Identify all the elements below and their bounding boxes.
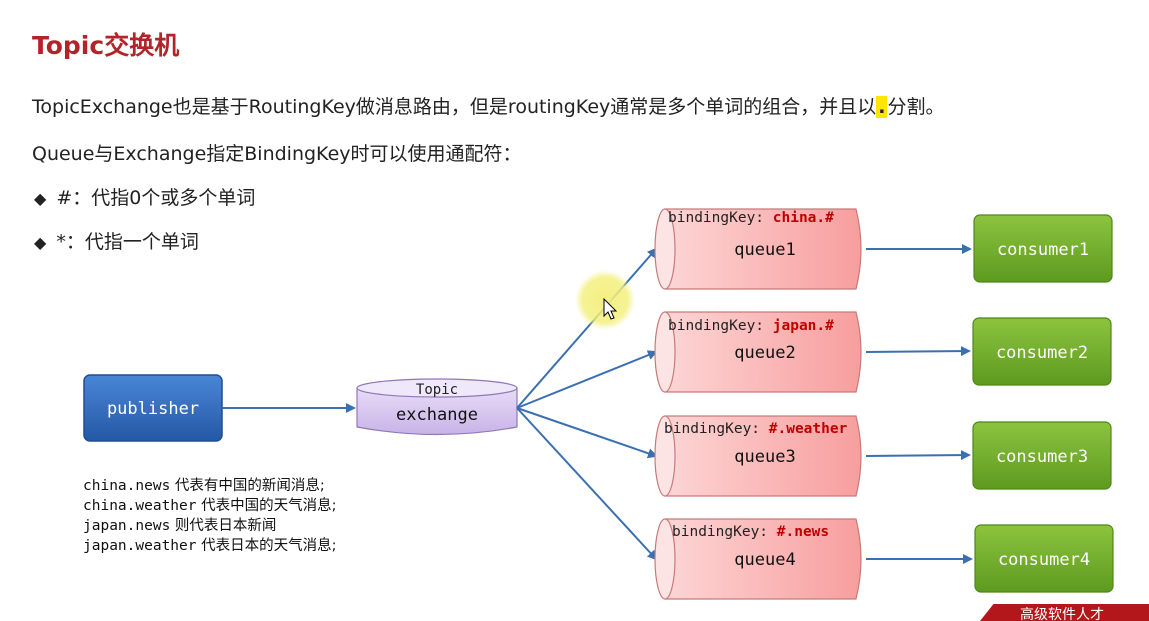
example-desc: 代表中国的天气消息; <box>201 498 337 514</box>
publisher-label: publisher <box>107 399 199 419</box>
bullet-star: ◆ *：代指一个单词 <box>34 227 199 254</box>
queue2-label: queue2 <box>734 343 795 363</box>
consumer4-node: consumer4 <box>974 524 1114 593</box>
page-title: Topic交换机 <box>32 31 180 60</box>
intro-text: TopicExchange也是基于RoutingKey做消息路由，但是routi… <box>32 96 877 118</box>
dot-highlight: . <box>876 96 888 118</box>
queue3-label: queue3 <box>734 447 795 467</box>
example-row: japan.news 则代表日本新闻 <box>83 516 337 536</box>
example-row: japan.weather 代表日本的天气消息; <box>83 536 337 556</box>
example-key: china.weather <box>83 498 197 514</box>
consumer3-node: consumer3 <box>972 421 1112 490</box>
binding-key-label: bindingKey: #.news <box>672 524 829 540</box>
example-row: china.news 代表有中国的新闻消息; <box>83 476 337 496</box>
bullet-text: #：代指0个或多个单词 <box>56 187 256 209</box>
consumer1-label: consumer1 <box>997 240 1089 260</box>
binding-key-value: japan.# <box>773 318 834 334</box>
queue1-label: queue1 <box>734 240 795 260</box>
consumer1-node: consumer1 <box>973 214 1113 283</box>
queue2-consumer-arrow <box>865 346 971 357</box>
publisher-node: publisher <box>83 374 223 442</box>
cursor-highlight <box>575 270 635 330</box>
example-key: japan.weather <box>83 538 197 554</box>
exchange-queue3-arrow <box>516 407 658 459</box>
bullet-hash: ◆ #：代指0个或多个单词 <box>34 183 255 210</box>
exchange-queue4-arrow <box>516 407 658 561</box>
consumer3-label: consumer3 <box>996 447 1088 467</box>
example-key: japan.news <box>83 518 171 534</box>
example-desc: 代表有中国的新闻消息; <box>174 478 325 494</box>
queue4-label: queue4 <box>734 550 795 570</box>
example-desc: 代表日本的天气消息; <box>201 538 337 554</box>
binding-key-label: bindingKey: #.weather <box>664 421 848 437</box>
binding-key-value: #.weather <box>769 421 848 437</box>
exchange-queue1-arrow <box>516 247 658 409</box>
diamond-bullet-icon: ◆ <box>34 233 47 252</box>
exchange-label: exchange <box>396 405 478 425</box>
example-desc: 则代表日本新闻 <box>174 518 277 534</box>
rule-line: Queue与Exchange指定BindingKey时可以使用通配符： <box>32 143 522 165</box>
exchange-queue2-arrow <box>516 350 658 409</box>
binding-key-value: china.# <box>773 210 834 226</box>
binding-key-value: #.news <box>777 524 829 540</box>
consumer4-label: consumer4 <box>998 550 1090 570</box>
mouse-pointer-icon <box>603 297 618 320</box>
queue4-node: bindingKey: #.news queue4 <box>654 518 862 600</box>
queue2-node: bindingKey: japan.# queue2 <box>654 311 862 393</box>
exchange-node: Topic exchange <box>356 378 518 436</box>
binding-key-label: bindingKey: japan.# <box>668 318 834 334</box>
queue3-node: bindingKey: #.weather queue3 <box>654 415 862 497</box>
queue1-node: bindingKey: china.# queue1 <box>654 208 862 290</box>
intro-line: TopicExchange也是基于RoutingKey做消息路由，但是routi… <box>32 92 945 119</box>
binding-key-label: bindingKey: china.# <box>668 210 834 226</box>
diamond-bullet-icon: ◆ <box>34 189 47 208</box>
consumer2-node: consumer2 <box>972 317 1112 386</box>
intro-suffix: 分割。 <box>887 96 945 118</box>
example-row: china.weather 代表中国的天气消息; <box>83 496 337 516</box>
routing-key-examples: china.news 代表有中国的新闻消息; china.weather 代表中… <box>83 476 337 556</box>
example-key: china.news <box>83 478 171 494</box>
exchange-top-label: Topic <box>416 382 458 398</box>
bullet-text: *：代指一个单词 <box>56 231 199 253</box>
brand-banner: 高级软件人才 <box>980 604 1149 621</box>
queue3-consumer-arrow <box>865 450 971 461</box>
consumer2-label: consumer2 <box>996 343 1088 363</box>
